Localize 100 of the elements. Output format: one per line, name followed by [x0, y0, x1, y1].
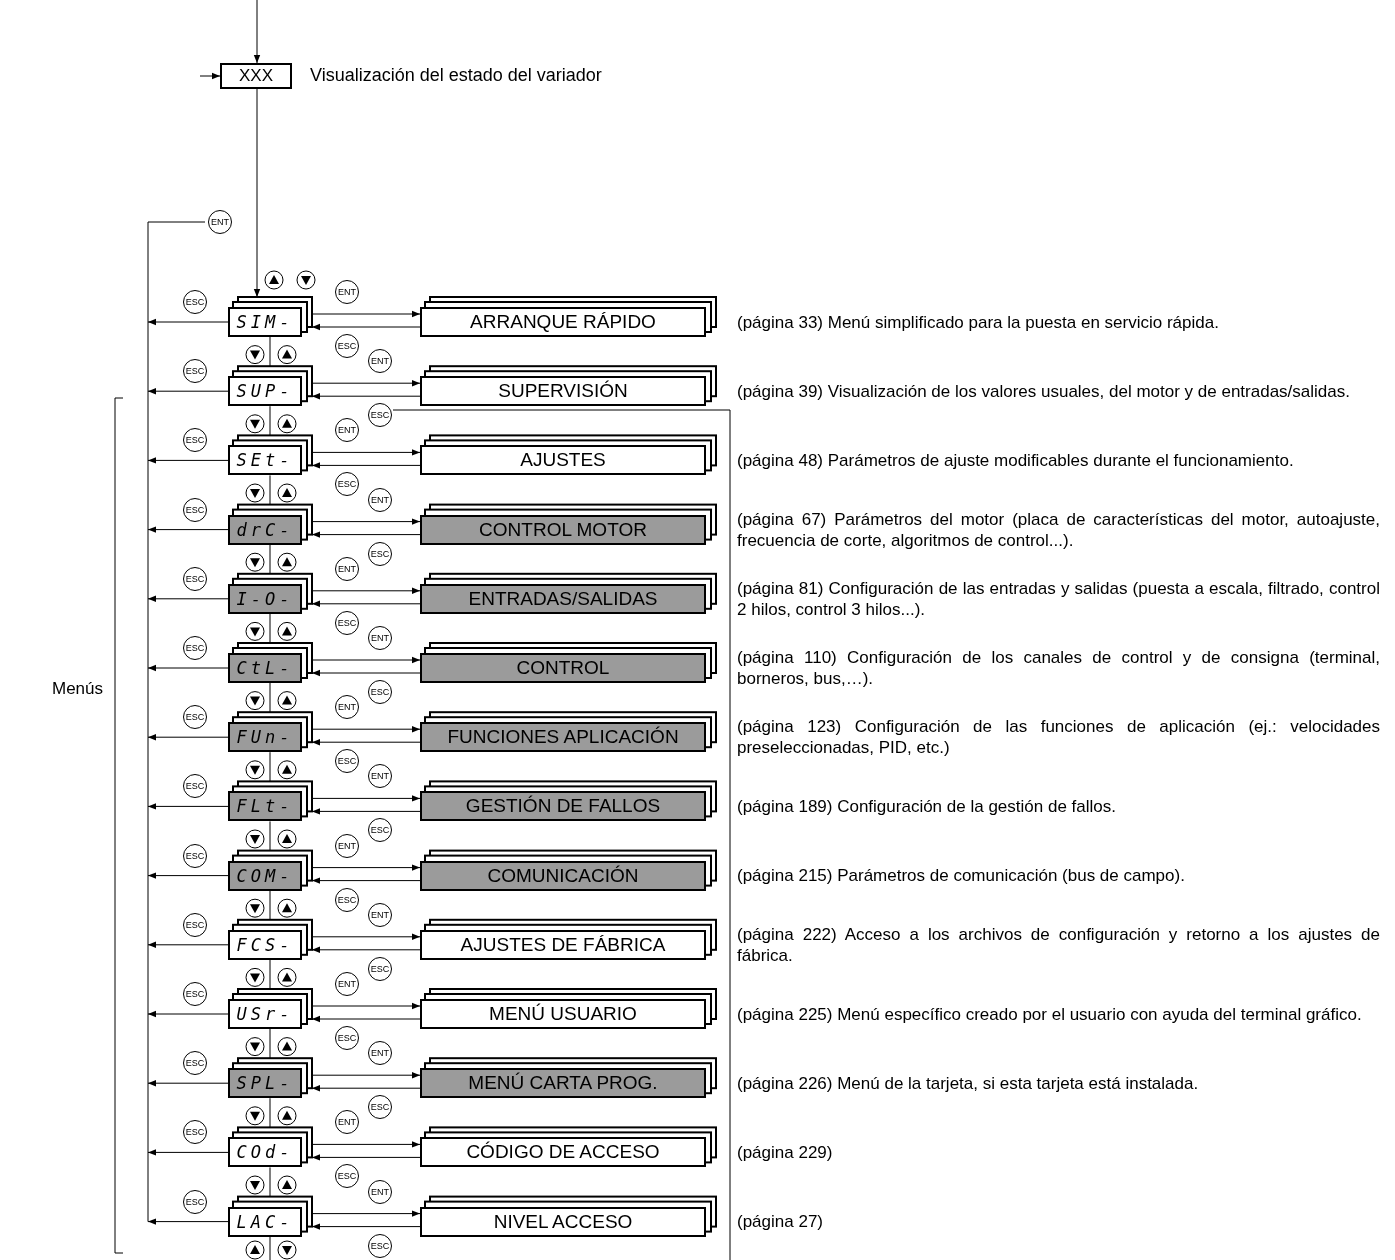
arrow [147, 595, 229, 602]
menu-box: FUNCIONES APLICACIÓN [420, 722, 706, 753]
key-label: ESC [183, 1051, 207, 1076]
arrow [311, 656, 421, 664]
key-label: ESC [183, 359, 207, 384]
key-label: ENT [335, 972, 359, 996]
key-label: ESC [335, 334, 359, 358]
connector-line [269, 751, 271, 782]
arrow [311, 600, 421, 607]
status-description: Visualización del estado del variador [310, 65, 602, 86]
arrow [311, 864, 421, 871]
key-label: ESC [183, 982, 207, 1006]
arrow [311, 933, 421, 940]
connector-line [269, 405, 271, 436]
menu-box: MENÚ CARTA PROG. [420, 1068, 706, 1099]
arrow [147, 388, 229, 395]
arrow [147, 457, 229, 464]
key-label: ESC [183, 428, 207, 453]
connector-line [269, 1097, 271, 1128]
key-label: ESC [335, 1164, 359, 1189]
arrow [147, 318, 229, 326]
arrow [311, 462, 421, 469]
menu-description: (página 27) [737, 1211, 824, 1233]
connector-line [269, 1166, 271, 1198]
arrow [311, 946, 421, 953]
menu-box: GESTIÓN DE FALLOS [420, 791, 706, 822]
key-label: ENT [335, 280, 359, 304]
key-label: ENT [335, 1110, 359, 1135]
arrow [311, 393, 421, 400]
arrow [147, 664, 229, 672]
arrow [311, 1154, 421, 1161]
menu-description: (página 229) [737, 1141, 834, 1163]
arrow [311, 1085, 421, 1092]
key-label: ESC [335, 887, 359, 912]
arrow [311, 1015, 421, 1023]
connector-line [269, 613, 271, 644]
key-label: ESC [368, 956, 392, 981]
arrow [311, 531, 421, 538]
key-label: ESC [183, 290, 207, 314]
key-label: ENT [368, 1041, 392, 1066]
connector-line [269, 1236, 271, 1260]
key-label: ENT [208, 210, 232, 234]
arrow [147, 803, 229, 810]
key-label: ESC [183, 566, 207, 591]
key-label: ESC [335, 749, 359, 774]
menu-description: (página 67) Parámetros del motor (placa de características del motor, autoajuste, frecuencia de corte, algoritmos de control...). [737, 508, 1380, 551]
connector-line [269, 544, 271, 575]
connector-line [269, 474, 271, 506]
key-label: ESC [368, 680, 392, 704]
menu-box: CONTROL [420, 653, 706, 683]
key-label: ENT [368, 626, 392, 650]
menu-description: (página 226) Menú de la tarjeta, si esta tarjeta está instalada. [737, 1072, 1200, 1094]
key-label: ENT [368, 902, 392, 927]
key-label: ESC [183, 497, 207, 522]
arrow [311, 518, 421, 525]
arrow [147, 526, 229, 533]
key-label: ESC [368, 1233, 392, 1258]
arrow [311, 310, 421, 318]
arrow [311, 739, 421, 746]
key-label: ESC [183, 1120, 207, 1145]
key-label: ESC [183, 843, 207, 868]
arrow [311, 726, 421, 733]
menu-description: (página 110) Configuración de los canales de control y de consigna (terminal, borneros, bus,…). [737, 647, 1380, 689]
arrow [311, 1002, 421, 1010]
menu-box: SUPERVISIÓN [420, 376, 706, 407]
arrow [147, 1080, 229, 1087]
connector-line [269, 820, 271, 852]
key-label: ESC [368, 818, 392, 843]
key-label: ESC [368, 403, 392, 428]
menu-description: (página 81) Configuración de las entradas y salidas (puesta a escala, filtrado, control 2 hilos, control 3 hilos...). [737, 577, 1380, 620]
arrow [147, 1149, 229, 1156]
menu-box: AJUSTES [420, 445, 706, 476]
arrow [311, 1141, 421, 1148]
arrow [311, 669, 421, 677]
key-label: ESC [183, 636, 207, 660]
arrow [147, 941, 229, 948]
key-label: ESC [335, 472, 359, 497]
connector-line [269, 682, 271, 713]
key-label: ESC [183, 912, 207, 937]
key-label: ENT [368, 487, 392, 512]
menu-description: (página 48) Parámetros de ajuste modificables durante el funcionamiento. [737, 449, 1295, 471]
arrow [199, 72, 221, 80]
menu-box: NIVEL ACCESO [420, 1206, 706, 1237]
key-label: ENT [335, 556, 359, 581]
menu-box: CONTROL MOTOR [420, 514, 706, 545]
arrow [311, 795, 421, 802]
key-label: ENT [368, 349, 392, 374]
arrow [311, 808, 421, 815]
connector-line [269, 890, 271, 921]
menu-box: ARRANQUE RÁPIDO [420, 307, 706, 337]
key-label: ESC [183, 705, 207, 730]
arrow [147, 872, 229, 879]
key-label: ESC [183, 774, 207, 799]
key-label: ESC [335, 610, 359, 635]
arrow [253, 0, 261, 64]
menu-box: COMUNICACIÓN [420, 860, 706, 891]
arrow [311, 1072, 421, 1079]
connector-line [269, 1028, 271, 1059]
arrow [311, 1223, 421, 1230]
menu-description: (página 189) Configuración de la gestión de fallos. [737, 795, 1117, 817]
